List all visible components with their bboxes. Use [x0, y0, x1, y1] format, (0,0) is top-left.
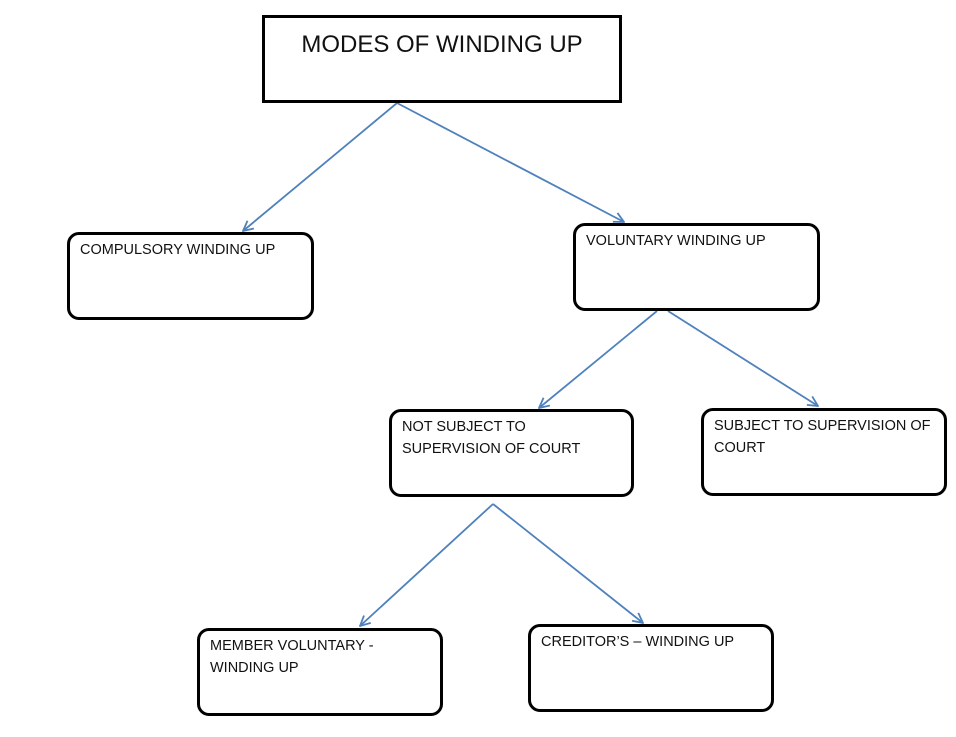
- arrow-not-subject-to-member: [360, 503, 494, 626]
- arrow-not-subject-to-creditors: [492, 503, 643, 623]
- box-member-voluntary-winding-up: MEMBER VOLUNTARY - WINDING UP: [197, 628, 443, 716]
- arrow-root-to-voluntary: [396, 102, 624, 222]
- arrow-voluntary-to-subject: [667, 310, 818, 406]
- box-not-subject-to-court-supervision: NOT SUBJECT TO SUPERVISION OF COURT: [389, 409, 634, 497]
- arrow-root-to-compulsory: [243, 102, 398, 231]
- box-creditors-winding-up: CREDITOR’S – WINDING UP: [528, 624, 774, 712]
- box-compulsory-winding-up: COMPULSORY WINDING UP: [67, 232, 314, 320]
- arrow-voluntary-to-not-subject: [539, 310, 658, 408]
- box-voluntary-winding-up: VOLUNTARY WINDING UP: [573, 223, 820, 311]
- box-subject-to-court-supervision: SUBJECT TO SUPERVISION OF COURT: [701, 408, 947, 496]
- root-box-modes-of-winding-up: MODES OF WINDING UP: [262, 15, 622, 103]
